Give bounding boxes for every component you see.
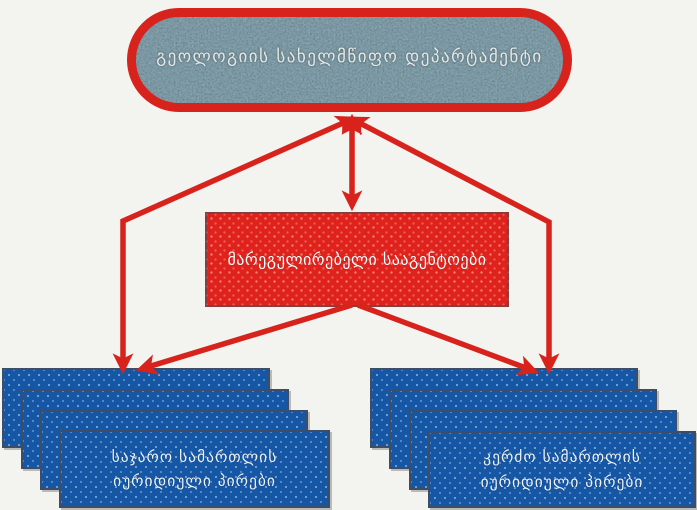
- private-law-label-line1: კერძო სამართლის: [483, 448, 641, 467]
- private-law-label-line2: იურიდიული პირები: [480, 472, 644, 491]
- regulatory-agencies-node: მარეგულირებელი სააგენტოები: [205, 212, 509, 307]
- arrow-middle-public-law: [135, 302, 353, 375]
- granite-texture: [136, 17, 563, 103]
- regulatory-agencies-label: მარეგულირებელი სააგენტოები: [227, 250, 487, 269]
- public-law-front-card: საჯარო სამართლის იურიდიული პირები: [59, 430, 330, 508]
- private-law-front-card: კერძო სამართლის იურიდიული პირები: [428, 431, 696, 508]
- public-law-label-line2: იურიდიული პირები: [113, 472, 276, 490]
- title-node-label: გეოლოგიის სახელმწიფო დეპარტამენტი: [156, 47, 543, 67]
- title-node: გეოლოგიის სახელმწიფო დეპარტამენტი: [127, 8, 572, 112]
- public-law-label-line1: საჯარო სამართლის: [111, 447, 278, 466]
- arrow-middle-private-law: [357, 302, 539, 376]
